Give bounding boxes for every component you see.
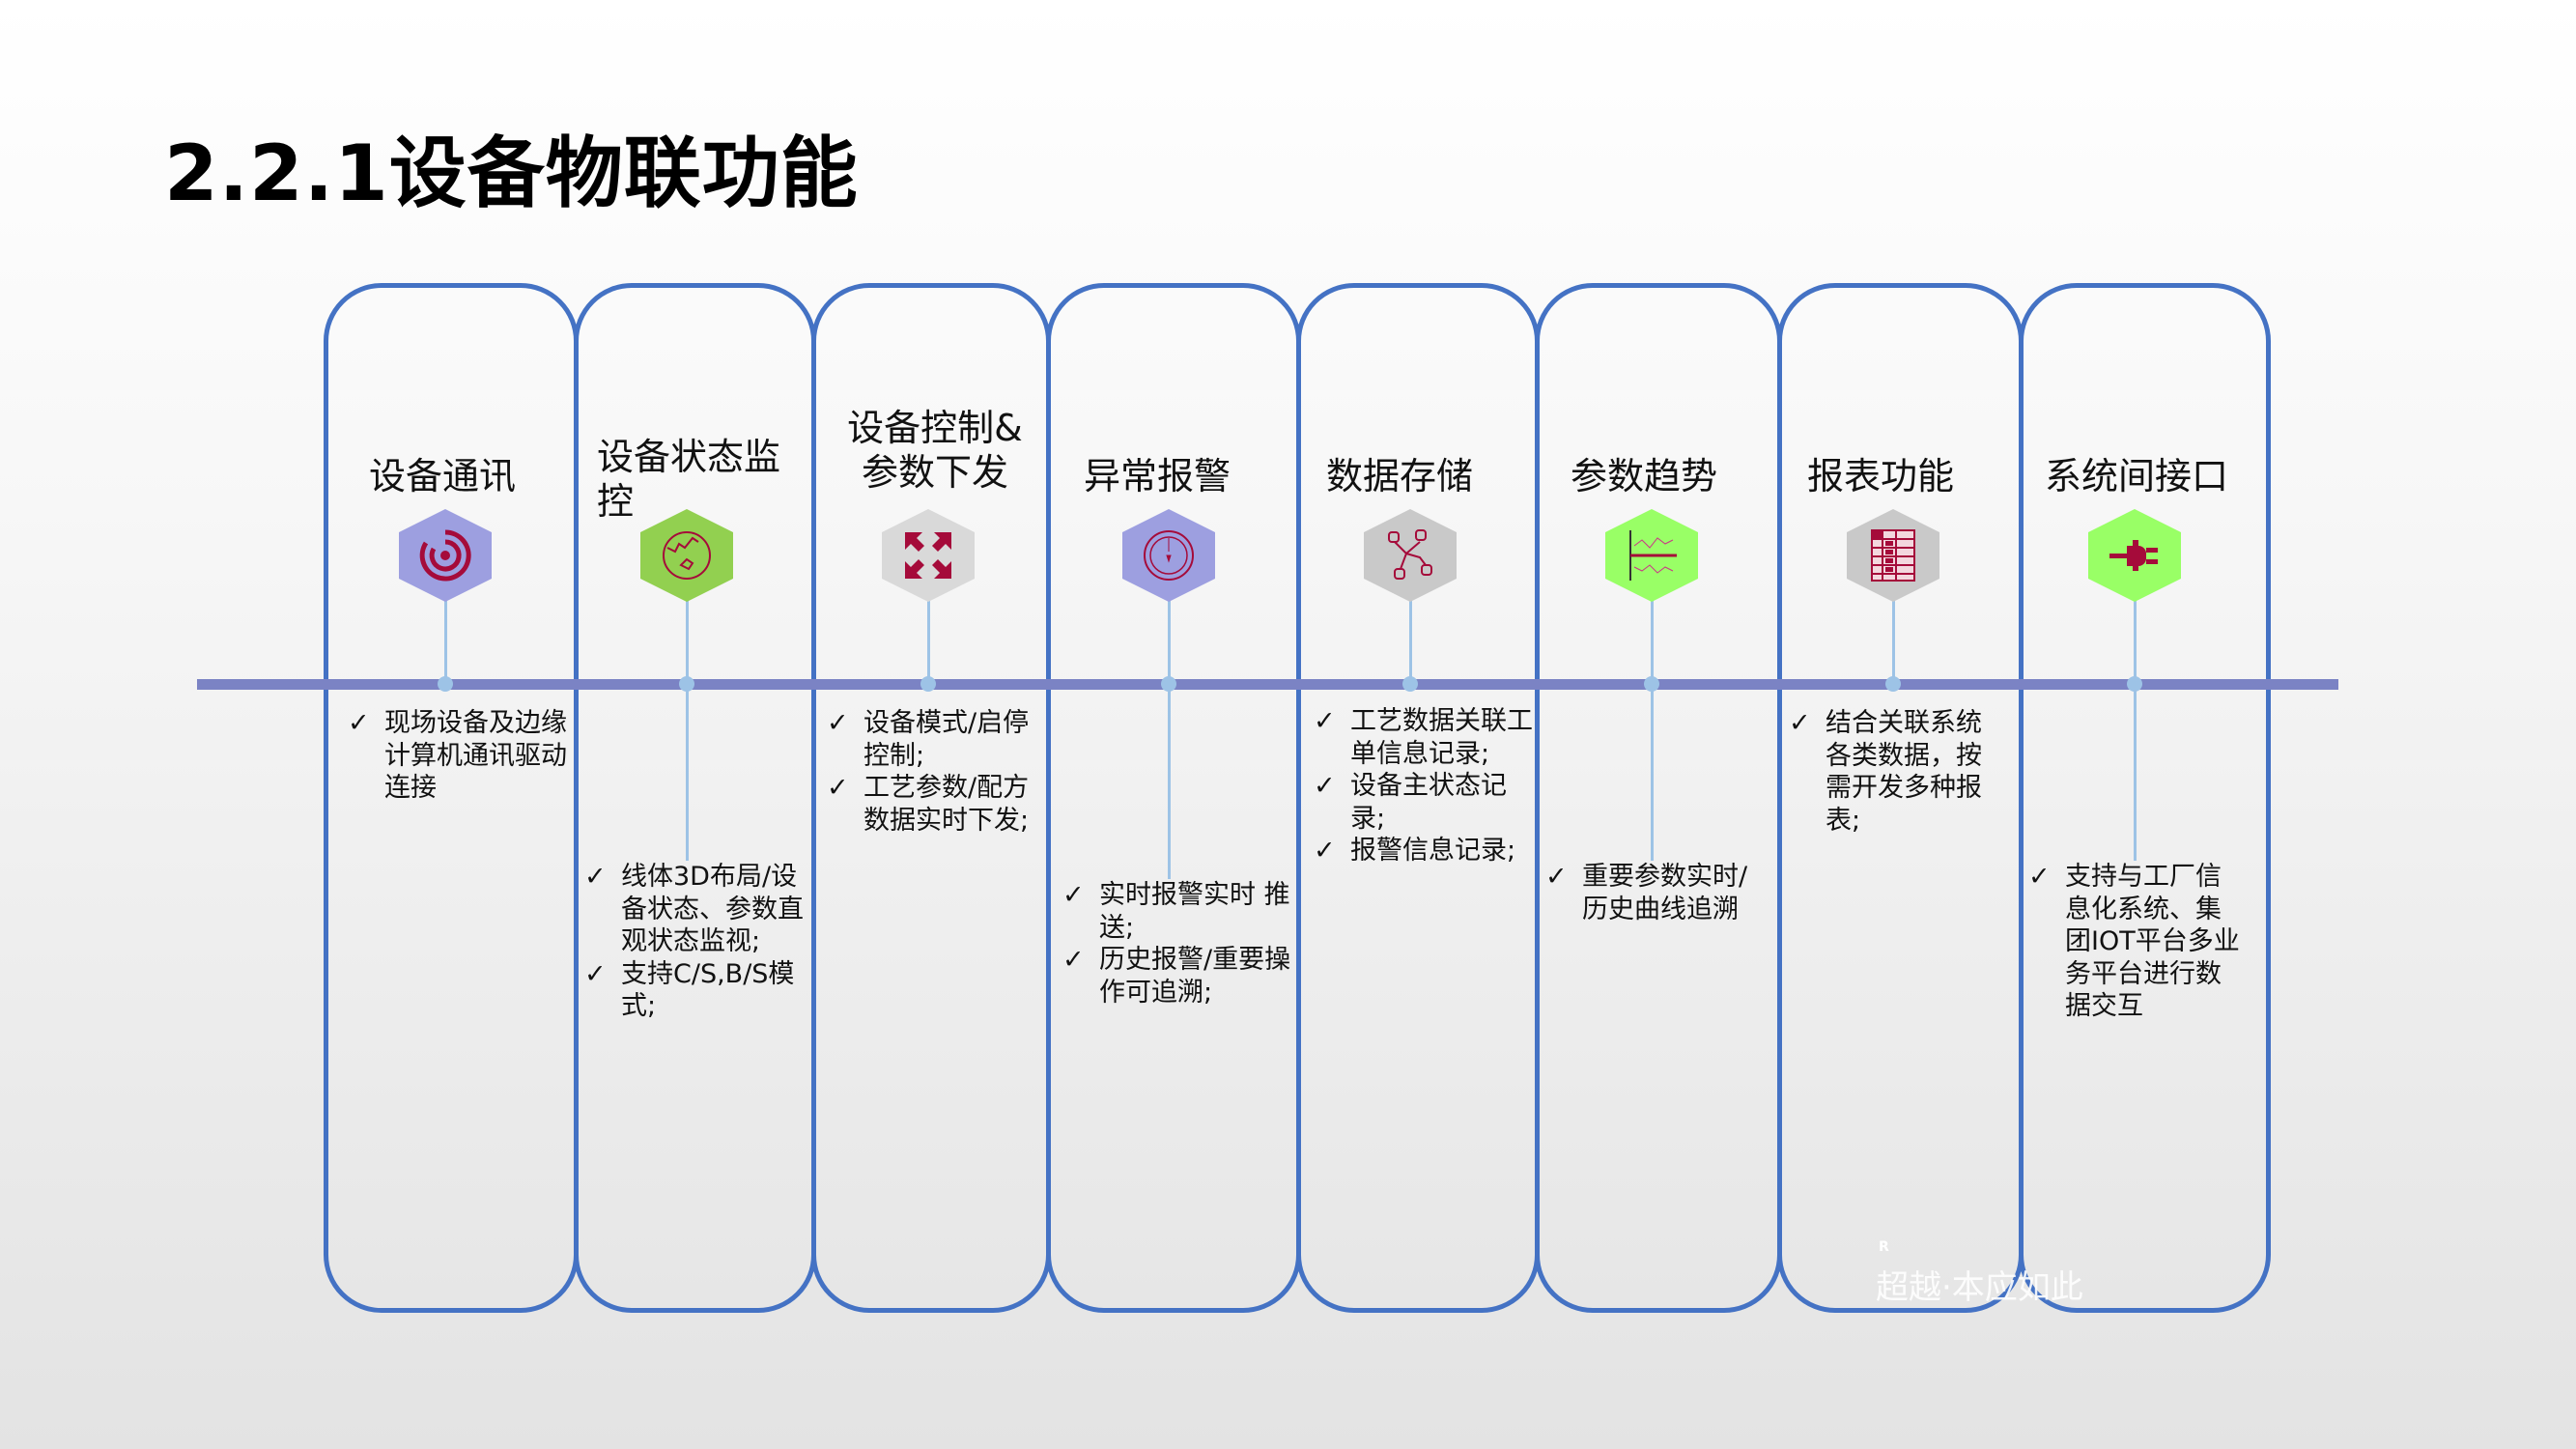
feature-heading: 报表功能 (1807, 455, 1955, 497)
feature-heading: 异常报警 (1084, 455, 1231, 497)
timeline-dot (2127, 676, 2142, 692)
feature-column-box (1046, 283, 1301, 1313)
feature-bullet-list: ✓ 线体3D布局/设备状态、参数直观状态监视; ✓ 支持C/S,B/S模式; (584, 861, 812, 1023)
bullet-text: 工艺数据关联工单信息记录; (1350, 706, 1533, 769)
feature-bullet-list: ✓ 设备模式/启停控制; ✓ 工艺参数/配方数据实时下发; (827, 707, 1044, 837)
watermark-registered-mark: R (1879, 1239, 1889, 1255)
plug-icon (2088, 509, 2181, 602)
expand-arrows-icon (882, 509, 975, 602)
check-icon: ✓ (1789, 708, 1811, 738)
bullet-item: ✓ 历史报警/重要操作可追溯; (1062, 944, 1294, 1009)
feature-heading: 数据存储 (1326, 455, 1474, 497)
bullet-text: 报警信息记录; (1350, 836, 1516, 866)
feature-bullet-list: ✓ 支持与工厂信息化系统、集团IOT平台多业务平台进行数据交互 (2028, 861, 2241, 1023)
bullet-item: ✓ 线体3D布局/设备状态、参数直观状态监视; (584, 861, 812, 958)
bullet-item: ✓ 设备模式/启停控制; (827, 707, 1044, 772)
bullet-text: 历史报警/重要操作可追溯; (1099, 945, 1291, 1008)
check-icon: ✓ (827, 773, 849, 803)
bullet-text: 结合关联系统各类数据，按需开发多种报表; (1826, 708, 1982, 836)
page-title: 2.2.1设备物联功能 (164, 128, 859, 218)
check-icon: ✓ (1062, 880, 1085, 910)
bullet-item: ✓ 设备主状态记录; (1314, 770, 1541, 835)
globe-icon (640, 509, 733, 602)
connector-line (1409, 580, 1412, 686)
bullet-item: ✓ 支持C/S,B/S模式; (584, 958, 812, 1023)
timeline-dot (1644, 676, 1659, 692)
bullet-item: ✓ 支持与工厂信息化系统、集团IOT平台多业务平台进行数据交互 (2028, 861, 2241, 1023)
feature-column-box (1535, 283, 1782, 1313)
check-icon: ✓ (1062, 945, 1085, 975)
bullet-text: 工艺参数/配方数据实时下发; (863, 773, 1030, 836)
bullet-item: ✓ 重要参数实时/历史曲线追溯 (1545, 861, 1753, 925)
network-nodes-icon (1364, 509, 1457, 602)
feature-bullet-list: ✓ 工艺数据关联工单信息记录; ✓ 设备主状态记录; ✓ 报警信息记录; (1314, 705, 1541, 867)
feature-bullet-list: ✓ 实时报警实时 推送; ✓ 历史报警/重要操作可追溯; (1062, 879, 1294, 1009)
timeline-dot (1885, 676, 1901, 692)
check-icon: ✓ (1314, 836, 1336, 866)
check-icon: ✓ (1314, 706, 1336, 736)
connector-line (2134, 580, 2137, 861)
bullet-text: 设备模式/启停控制; (863, 708, 1030, 771)
timeline-dot (1402, 676, 1418, 692)
bullet-text: 设备主状态记录; (1350, 771, 1507, 834)
feature-bullet-list: ✓ 现场设备及边缘计算机通讯驱动连接 (348, 707, 576, 805)
feature-heading: 设备控制&参数下发 (847, 407, 1023, 494)
feature-heading: 系统间接口 (2045, 455, 2229, 497)
connector-line (1168, 580, 1171, 879)
check-icon: ✓ (584, 958, 607, 989)
bullet-item: ✓ 现场设备及边缘计算机通讯驱动连接 (348, 707, 576, 805)
bullet-text: 线体3D布局/设备状态、参数直观状态监视; (621, 862, 804, 956)
timeline-dot (438, 676, 453, 692)
bullet-item: ✓ 实时报警实时 推送; (1062, 879, 1294, 944)
trend-chart-icon (1605, 509, 1698, 602)
bullet-text: 重要参数实时/历史曲线追溯 (1582, 862, 1748, 924)
check-icon: ✓ (827, 708, 849, 738)
feature-bullet-list: ✓ 结合关联系统各类数据，按需开发多种报表; (1789, 707, 2006, 837)
bullet-item: ✓ 工艺数据关联工单信息记录; (1314, 705, 1541, 770)
timeline-dot (679, 676, 694, 692)
feature-heading: 设备通讯 (369, 455, 517, 497)
timeline-dot (1161, 676, 1176, 692)
feature-column-box (2019, 283, 2271, 1313)
connector-line (686, 580, 689, 861)
connector-line (444, 580, 447, 686)
connector-line (1651, 580, 1654, 861)
bullet-item: ✓ 结合关联系统各类数据，按需开发多种报表; (1789, 707, 2006, 837)
connector-line (1892, 580, 1895, 686)
check-icon: ✓ (2028, 862, 2051, 892)
target-icon (399, 509, 492, 602)
timeline-bar (197, 679, 2338, 690)
bullet-text: 实时报警实时 推送; (1099, 880, 1290, 943)
feature-heading: 设备状态监控 (597, 436, 781, 523)
bullet-text: 现场设备及边缘计算机通讯驱动连接 (384, 708, 567, 803)
compass-icon (1122, 509, 1215, 602)
feature-heading: 参数趋势 (1571, 455, 1718, 497)
check-icon: ✓ (1545, 862, 1568, 892)
bullet-text: 支持与工厂信息化系统、集团IOT平台多业务平台进行数据交互 (2065, 862, 2240, 1021)
bullet-item: ✓ 工艺参数/配方数据实时下发; (827, 772, 1044, 837)
table-report-icon (1847, 509, 1939, 602)
check-icon: ✓ (348, 708, 370, 738)
feature-bullet-list: ✓ 重要参数实时/历史曲线追溯 (1545, 861, 1753, 925)
timeline-dot (920, 676, 936, 692)
bullet-item: ✓ 报警信息记录; (1314, 835, 1541, 867)
check-icon: ✓ (1314, 771, 1336, 801)
watermark: 超越·本应如此 (1876, 1268, 2083, 1307)
check-icon: ✓ (584, 862, 607, 892)
connector-line (927, 580, 930, 686)
bullet-text: 支持C/S,B/S模式; (621, 958, 795, 1022)
